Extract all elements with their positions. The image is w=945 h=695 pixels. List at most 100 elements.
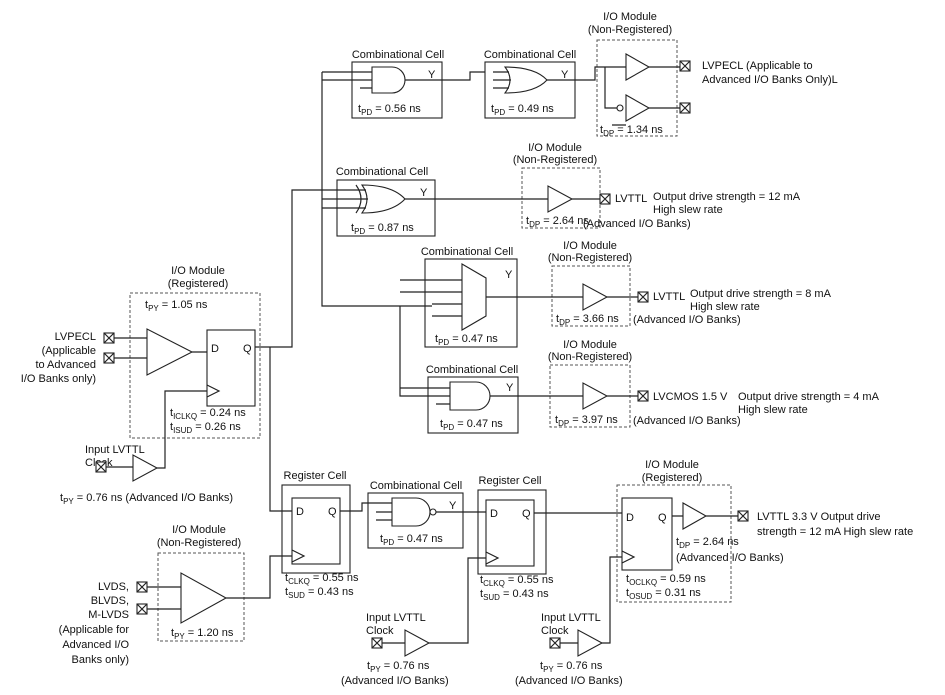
io-lvds-in-3: M-LVDS xyxy=(88,609,129,621)
io-regin-tsud: tISUD = 0.26 ns xyxy=(170,421,241,435)
io-lvttl8-tdp: tDP = 3.66 ns xyxy=(556,313,619,327)
io-regin-in-1: LVPECL xyxy=(55,331,96,343)
io-lvttl12-drive: Output drive strength = 12 mA xyxy=(653,191,801,203)
io-top-subtitle: (Non-Registered) xyxy=(588,24,672,36)
mux-icon xyxy=(461,263,487,331)
io-lvttl8-drive: Output drive strength = 8 mA xyxy=(690,288,832,300)
io-module-lvds: I/O Module (Non-Registered) LVDS, BLVDS,… xyxy=(59,524,292,666)
io-regout-buffer xyxy=(682,502,708,530)
pad-lvpecl-in-p xyxy=(103,332,115,344)
reg2-flipflop xyxy=(485,499,535,567)
clock-input-1: Input LVTTL Clock tPY = 0.76 ns (Advance… xyxy=(60,390,233,506)
pad-lvpecl-out-2 xyxy=(679,102,691,114)
io-regin-flipflop xyxy=(206,329,256,407)
io-module-lvcmos: I/O Module (Non-Registered) LVCMOS 1.5 V… xyxy=(518,339,880,428)
io-lvttl12-tdp: tDP = 2.64 ns xyxy=(526,215,589,229)
comb-mux-y: Y xyxy=(505,269,513,281)
io-regin-box xyxy=(129,292,261,439)
io-lvttl12-slew: High slew rate xyxy=(653,204,723,216)
io-regin-d: D xyxy=(211,343,219,355)
register-cell-2: Register Cell D Q tCLKQ = 0.55 ns tSUD =… xyxy=(477,475,554,602)
reg1-title: Register Cell xyxy=(284,470,347,482)
comb-cell-nand: Combinational Cell Y tPD = 0.47 ns xyxy=(367,480,464,549)
clk2-buffer xyxy=(404,629,431,657)
comb-cell-or: Combinational Cell Y tPD = 0.49 ns xyxy=(484,49,576,119)
io-module-reg-in: I/O Module (Registered) tPY = 1.05 ns LV… xyxy=(21,265,261,439)
io-regout-note: (Advanced I/O Banks) xyxy=(676,552,784,564)
io-regin-diff-buffer xyxy=(146,328,194,376)
io-top-tdp: tDP = 1.34 ns xyxy=(600,124,663,138)
io-lvttl8-box xyxy=(551,265,631,327)
comb-or-y: Y xyxy=(561,69,569,81)
reg1-clock-icon xyxy=(291,549,306,563)
nand-bubble xyxy=(429,508,437,516)
comb-nand-y: Y xyxy=(449,500,457,512)
io-module-lvttl-12: I/O Module (Non-Registered) LVTTL Output… xyxy=(435,142,801,230)
comb-or-title: Combinational Cell xyxy=(484,49,576,61)
comb-cell-and2: Combinational Cell Y tPD = 0.47 ns xyxy=(426,364,519,434)
io-lvcmos-drive: Output drive strength = 4 mA xyxy=(738,391,880,403)
reg2-d: D xyxy=(490,508,498,520)
io-regout-q: Q xyxy=(658,512,667,524)
register-cell-1: Register Cell D Q tCLKQ = 0.55 ns tSUD =… xyxy=(281,470,359,600)
clk3-buffer xyxy=(577,629,604,657)
io-regin-in-3: to Advanced xyxy=(35,359,96,371)
pad-lvttl-8 xyxy=(637,291,649,303)
comb-and2-y: Y xyxy=(506,382,514,394)
clk3-label-2: Clock xyxy=(541,625,569,637)
io-lvds-in-2: BLVDS, xyxy=(91,595,129,607)
io-regout-out-2: strength = 12 mA High slew rate xyxy=(757,526,913,538)
pad-clock-1 xyxy=(95,461,107,473)
io-regin-in-4: I/O Banks only) xyxy=(21,373,96,385)
reg1-d: D xyxy=(296,506,304,518)
io-regin-title: I/O Module xyxy=(171,265,225,277)
and2-gate-icon xyxy=(449,381,491,411)
io-lvds-diff-buffer xyxy=(180,572,228,624)
clk1-tpy: tPY = 0.76 ns (Advanced I/O Banks) xyxy=(60,492,233,506)
io-lvcmos-buffer xyxy=(582,382,609,410)
io-lvttl12-std: LVTTL xyxy=(615,193,647,205)
io-lvds-in-4: (Applicable for xyxy=(59,624,130,636)
clk2-note: (Advanced I/O Banks) xyxy=(341,675,449,687)
io-lvcmos-slew: High slew rate xyxy=(738,404,808,416)
comb-cell-xor: Combinational Cell Y tPD = 0.87 ns xyxy=(336,166,436,237)
io-top-invert-bubble xyxy=(616,104,624,112)
io-lvttl12-buffer xyxy=(547,185,574,213)
io-top-box xyxy=(596,39,678,137)
io-regin-q: Q xyxy=(243,343,252,355)
comb-and2-title: Combinational Cell xyxy=(426,364,518,376)
pad-lvcmos xyxy=(637,390,649,402)
io-module-reg-out: I/O Module (Registered) D Q LVTTL 3.3 V … xyxy=(616,459,913,603)
io-lvds-subtitle: (Non-Registered) xyxy=(157,537,241,549)
io-regout-clock-icon xyxy=(621,550,636,564)
io-lvttl8-std: LVTTL xyxy=(653,291,685,303)
io-lvds-box xyxy=(157,552,245,642)
io-top-title: I/O Module xyxy=(603,11,657,23)
io-regout-out-1: LVTTL 3.3 V Output drive xyxy=(757,511,881,523)
clk2-tpy: tPY = 0.76 ns xyxy=(367,660,430,674)
reg1-tclkq: tCLKQ = 0.55 ns xyxy=(285,572,359,586)
clk3-label-1: Input LVTTL xyxy=(541,612,601,624)
io-module-top: I/O Module (Non-Registered) LVPECL (Appl… xyxy=(588,11,838,138)
reg1-flipflop xyxy=(291,497,341,565)
io-regin-subtitle: (Registered) xyxy=(168,278,229,290)
clk1-label-1: Input LVTTL xyxy=(85,444,145,456)
clk3-tpy: tPY = 0.76 ns xyxy=(540,660,603,674)
reg2-title: Register Cell xyxy=(479,475,542,487)
io-lvttl8-buffer xyxy=(582,283,609,311)
reg2-q: Q xyxy=(522,508,531,520)
io-regout-tdp: tDP = 2.64 ns xyxy=(676,536,739,550)
io-lvds-tpy: tPY = 1.20 ns xyxy=(171,627,234,641)
io-lvds-in-1: LVDS, xyxy=(98,581,129,593)
io-lvttl8-slew: High slew rate xyxy=(690,301,760,313)
io-lvttl12-subtitle: (Non-Registered) xyxy=(513,154,597,166)
io-regout-title: I/O Module xyxy=(645,459,699,471)
pad-lvttl-12 xyxy=(599,193,611,205)
io-lvttl12-title: I/O Module xyxy=(528,142,582,154)
io-module-lvttl-8: I/O Module (Non-Registered) LVTTL Output… xyxy=(517,240,832,327)
pad-lvds-n xyxy=(136,603,148,615)
io-lvttl8-note: (Advanced I/O Banks) xyxy=(633,314,741,326)
reg1-tsud: tSUD = 0.43 ns xyxy=(285,586,354,600)
